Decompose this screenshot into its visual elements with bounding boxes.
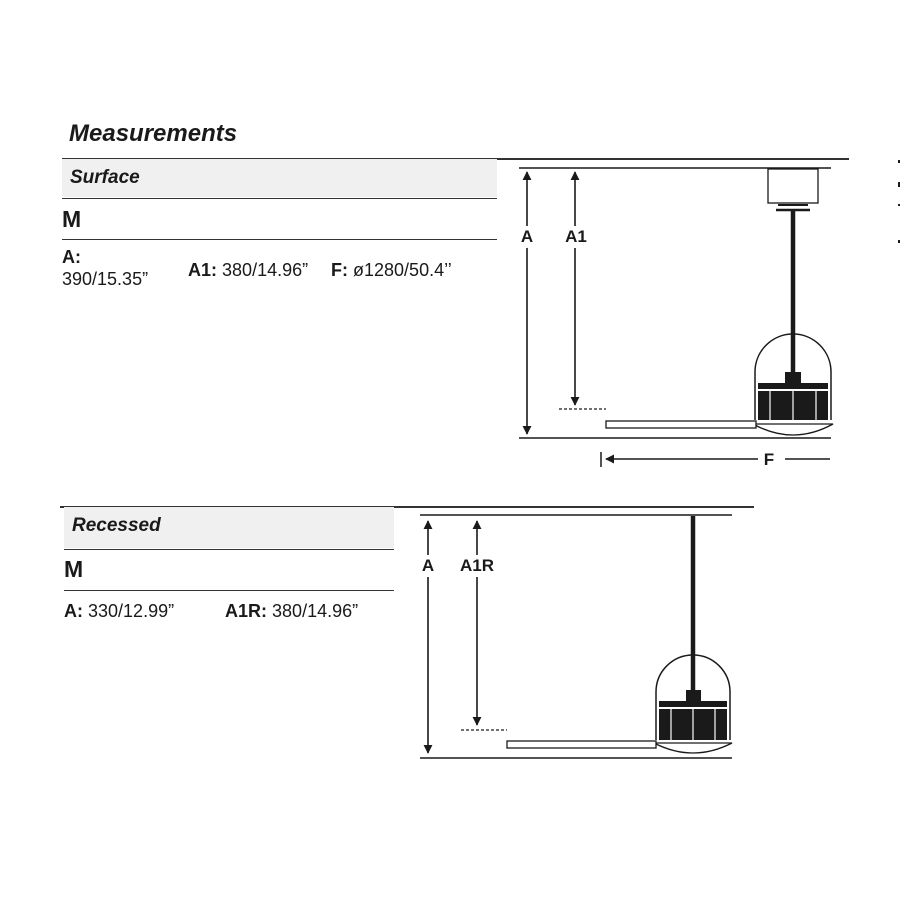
surface-dimension-a1-label: A1: [565, 227, 587, 246]
recessed-model-rule: [64, 590, 394, 591]
surface-header-rule: [62, 198, 497, 199]
surface-model-rule: [62, 239, 497, 240]
surface-spec-f: F: ø1280/50.4’’: [331, 259, 452, 281]
recessed-header-rule: [64, 549, 394, 550]
recessed-spec-a1r-key: A1R:: [225, 601, 268, 621]
surface-diagram: A A1 F: [517, 167, 834, 469]
surface-spec-f-value: ø1280/50.4’’: [353, 260, 452, 280]
recessed-top-rule: [60, 506, 754, 508]
surface-spec-a: A: 390/15.35”: [62, 246, 172, 290]
surface-dimension-f-label: F: [764, 450, 774, 469]
recessed-dimension-a-label: A: [422, 556, 434, 575]
recessed-spec-a-key: A:: [64, 601, 83, 621]
recessed-spec-a: A: 330/12.99”: [64, 600, 174, 622]
surface-spec-a-value: 390/15.35”: [62, 269, 149, 289]
surface-fixture-dome: [754, 333, 832, 420]
recessed-model: M: [64, 556, 84, 582]
recessed-dimension-a1r-label: A1R: [460, 556, 494, 575]
recessed-section-header: Recessed: [64, 507, 394, 548]
recessed-fan-blade: [506, 740, 657, 749]
surface-ceiling-canopy: [767, 168, 819, 204]
surface-fan-blade: [605, 420, 757, 429]
right-edge-fragment: [898, 160, 900, 243]
recessed-spec-a1r: A1R: 380/14.96”: [225, 600, 358, 622]
surface-spec-a-key: A:: [62, 247, 81, 267]
surface-section-header: Surface: [62, 159, 497, 197]
recessed-spec-a1r-value: 380/14.96”: [272, 601, 359, 621]
page-title: Measurements: [69, 120, 238, 147]
surface-model: M: [62, 206, 82, 232]
recessed-spec-a-value: 330/12.99”: [88, 601, 175, 621]
surface-dimension-a-label: A: [521, 227, 533, 246]
surface-spec-a1-key: A1:: [188, 260, 218, 280]
recessed-fixture-dome: [655, 654, 731, 740]
recessed-diagram: A A1R: [418, 514, 733, 759]
surface-spec-a1-value: 380/14.96”: [222, 260, 309, 280]
surface-spec-f-key: F:: [331, 260, 348, 280]
surface-spec-a1: A1: 380/14.96”: [188, 259, 308, 281]
